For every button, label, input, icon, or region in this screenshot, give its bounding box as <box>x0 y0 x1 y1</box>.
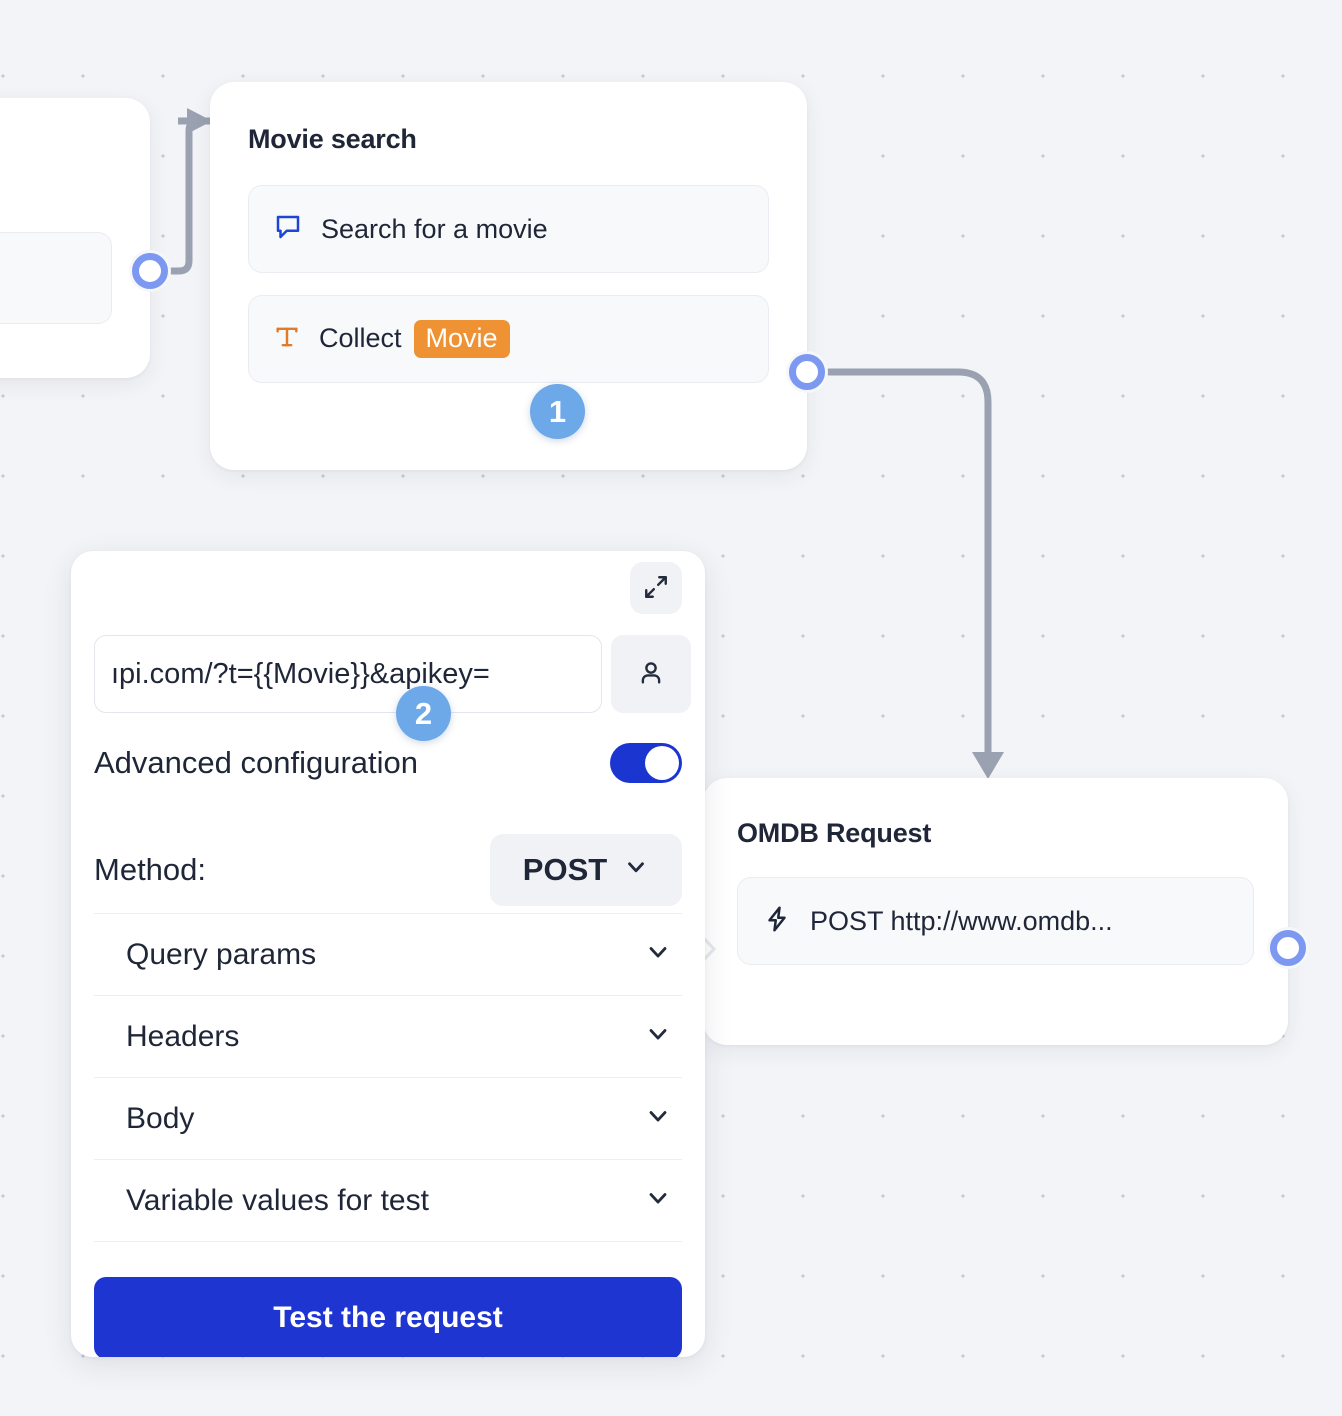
omdb-request-title: OMDB Request <box>737 818 932 848</box>
node-row-label-text: Collect <box>319 323 402 354</box>
port-output-omdb-request[interactable] <box>1267 927 1309 969</box>
node-row-collect-movie[interactable]: Collect Movie <box>248 295 769 383</box>
expand-diagonal-icon <box>643 574 669 603</box>
chevron-down-icon <box>623 852 649 888</box>
section-query-params[interactable]: Query params <box>94 914 682 996</box>
chevron-down-icon <box>644 1102 672 1135</box>
request-url-input[interactable] <box>94 635 602 713</box>
chevron-down-icon <box>644 938 672 971</box>
partial-node-row <box>0 232 112 324</box>
user-variable-button[interactable] <box>611 635 691 713</box>
method-row: Method: POST <box>94 834 682 906</box>
flow-node-movie-search[interactable]: Movie search Search for a movie Collect … <box>210 82 807 470</box>
expand-panel-button[interactable] <box>630 562 682 614</box>
text-t-icon <box>273 323 301 356</box>
node-row-label: Search for a movie <box>321 213 548 244</box>
advanced-configuration-label: Advanced configuration <box>94 745 419 780</box>
port-output-partial-node[interactable] <box>129 250 171 292</box>
chevron-down-icon <box>644 1020 672 1053</box>
port-output-movie-search[interactable] <box>786 351 828 393</box>
node-row-label: POST http://www.omdb... <box>810 905 1113 936</box>
variable-chip[interactable]: Movie <box>413 319 510 359</box>
section-label: Query params <box>126 937 317 971</box>
method-value: POST <box>522 852 608 887</box>
movie-search-title: Movie search <box>248 124 417 154</box>
section-label: Headers <box>126 1019 240 1053</box>
section-label: Variable values for test <box>126 1183 429 1217</box>
method-label: Method: <box>94 852 207 887</box>
person-icon <box>636 658 666 691</box>
flow-node-omdb-request[interactable]: OMDB Request POST http://www.omdb... <box>703 778 1288 1045</box>
section-label: Body <box>126 1101 195 1135</box>
test-the-request-button[interactable]: Test the request <box>94 1277 682 1357</box>
chevron-down-icon <box>644 1184 672 1217</box>
node-row-label: Collect Movie <box>319 319 510 359</box>
section-variable-values-for-test[interactable]: Variable values for test <box>94 1160 682 1242</box>
lightning-bolt-icon <box>762 904 792 939</box>
node-row-post-request[interactable]: POST http://www.omdb... <box>737 877 1254 965</box>
flow-node-partial[interactable] <box>0 98 150 378</box>
advanced-configuration-toggle[interactable] <box>610 743 682 783</box>
request-config-panel[interactable]: Advanced configuration Method: POST Quer… <box>71 551 705 1357</box>
speech-bubble-icon <box>273 212 303 247</box>
method-select[interactable]: POST <box>490 834 682 906</box>
url-row <box>94 635 691 713</box>
step-badge-1: 1 <box>530 384 585 439</box>
step-badge-2: 2 <box>396 686 451 741</box>
section-body[interactable]: Body <box>94 1078 682 1160</box>
node-row-search-for-a-movie[interactable]: Search for a movie <box>248 185 769 273</box>
advanced-configuration-row: Advanced configuration <box>94 743 682 783</box>
request-sections-accordion: Query params Headers Body <box>94 913 682 1242</box>
section-headers[interactable]: Headers <box>94 996 682 1078</box>
